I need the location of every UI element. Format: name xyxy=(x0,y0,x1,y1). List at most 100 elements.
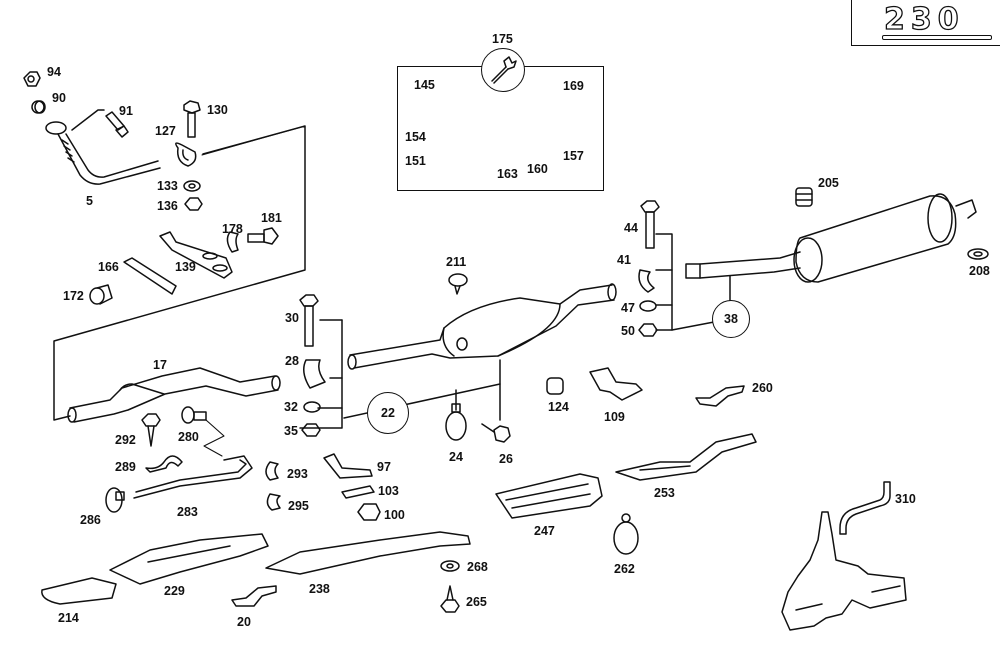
part-label-172[interactable]: 172 xyxy=(63,289,84,303)
part-133-washer xyxy=(183,180,201,192)
part-38-rear-muffler xyxy=(685,193,977,283)
group-callout-38[interactable]: 38 xyxy=(712,300,750,338)
part-label-5[interactable]: 5 xyxy=(86,194,93,208)
part-label-310[interactable]: 310 xyxy=(895,492,916,506)
part-label-124[interactable]: 124 xyxy=(548,400,569,414)
part-label-292[interactable]: 292 xyxy=(115,433,136,447)
part-label-91[interactable]: 91 xyxy=(119,104,133,118)
rear-muffler-group-frame xyxy=(655,233,731,331)
part-238-heat-shield xyxy=(265,531,471,575)
part-label-28[interactable]: 28 xyxy=(285,354,299,368)
part-label-103[interactable]: 103 xyxy=(378,484,399,498)
part-20-bracket xyxy=(231,585,277,607)
part-label-90[interactable]: 90 xyxy=(52,91,66,105)
part-label-169[interactable]: 169 xyxy=(563,79,584,93)
part-label-229[interactable]: 229 xyxy=(164,584,185,598)
part-label-160[interactable]: 160 xyxy=(527,162,548,176)
part-label-109[interactable]: 109 xyxy=(604,410,625,424)
part-289-clip xyxy=(145,455,183,473)
part-label-20[interactable]: 20 xyxy=(237,615,251,629)
part-label-100[interactable]: 100 xyxy=(384,508,405,522)
part-label-145[interactable]: 145 xyxy=(414,78,435,92)
part-label-17[interactable]: 17 xyxy=(153,358,167,372)
part-label-178[interactable]: 178 xyxy=(222,222,243,236)
part-label-24[interactable]: 24 xyxy=(449,450,463,464)
part-90-ring xyxy=(31,100,46,114)
part-286-clamp xyxy=(105,487,125,513)
part-label-30[interactable]: 30 xyxy=(285,311,299,325)
part-label-175[interactable]: 175 xyxy=(492,32,513,46)
part-label-133[interactable]: 133 xyxy=(157,179,178,193)
part-label-26[interactable]: 26 xyxy=(499,452,513,466)
part-label-280[interactable]: 280 xyxy=(178,430,199,444)
part-136-nut xyxy=(184,197,203,211)
model-badge: 230 xyxy=(883,1,965,37)
part-label-214[interactable]: 214 xyxy=(58,611,79,625)
model-badge-frame: 230 xyxy=(851,0,1000,46)
part-214-heat-shield xyxy=(41,577,117,605)
part-label-41[interactable]: 41 xyxy=(617,253,631,267)
part-label-136[interactable]: 136 xyxy=(157,199,178,213)
part-label-157[interactable]: 157 xyxy=(563,149,584,163)
part-label-154[interactable]: 154 xyxy=(405,130,426,144)
part-41-clamp xyxy=(638,269,655,293)
part-181-bolt xyxy=(247,227,279,245)
part-label-47[interactable]: 47 xyxy=(621,301,635,315)
part-label-130[interactable]: 130 xyxy=(207,103,228,117)
part-100-nut xyxy=(357,503,381,521)
part-label-94[interactable]: 94 xyxy=(47,65,61,79)
part-229-heat-shield xyxy=(109,533,269,585)
part-94-nut xyxy=(23,71,41,87)
part-label-181[interactable]: 181 xyxy=(261,211,282,225)
part-label-262[interactable]: 262 xyxy=(614,562,635,576)
part-35-nut xyxy=(301,423,321,437)
part-label-127[interactable]: 127 xyxy=(155,124,176,138)
part-268-washer xyxy=(440,560,460,572)
part-292-screw xyxy=(141,413,161,447)
part-label-268[interactable]: 268 xyxy=(467,560,488,574)
wrench-icon xyxy=(481,48,525,92)
part-label-293[interactable]: 293 xyxy=(287,467,308,481)
part-label-44[interactable]: 44 xyxy=(624,221,638,235)
part-139-bracket xyxy=(159,231,233,279)
part-label-208[interactable]: 208 xyxy=(969,264,990,278)
part-26-screw xyxy=(481,423,511,443)
part-208-ring xyxy=(967,248,989,260)
part-label-163[interactable]: 163 xyxy=(497,167,518,181)
part-label-283[interactable]: 283 xyxy=(177,505,198,519)
part-label-211[interactable]: 211 xyxy=(446,255,467,269)
part-label-260[interactable]: 260 xyxy=(752,381,773,395)
part-283-hose xyxy=(133,455,253,499)
part-28-clamp xyxy=(303,359,326,389)
part-label-139[interactable]: 139 xyxy=(175,260,196,274)
part-24-clamp xyxy=(445,403,467,441)
model-badge-underline xyxy=(882,35,992,40)
part-178-washer xyxy=(226,231,239,253)
group-callout-22[interactable]: 22 xyxy=(367,392,409,434)
part-32-washer xyxy=(303,401,321,413)
part-44-bolt xyxy=(640,200,660,249)
part-label-286[interactable]: 286 xyxy=(80,513,101,527)
part-22-center-muffler xyxy=(347,283,617,370)
part-label-265[interactable]: 265 xyxy=(466,595,487,609)
part-211-grommet xyxy=(448,273,468,295)
part-label-205[interactable]: 205 xyxy=(818,176,839,190)
part-label-238[interactable]: 238 xyxy=(309,582,330,596)
part-label-50[interactable]: 50 xyxy=(621,324,635,338)
part-205-grommet xyxy=(795,187,813,207)
part-label-35[interactable]: 35 xyxy=(284,424,298,438)
part-label-253[interactable]: 253 xyxy=(654,486,675,500)
part-label-295[interactable]: 295 xyxy=(288,499,309,513)
part-label-151[interactable]: 151 xyxy=(405,154,426,168)
part-label-166[interactable]: 166 xyxy=(98,260,119,274)
part-label-97[interactable]: 97 xyxy=(377,460,391,474)
part-91-stud xyxy=(105,111,129,138)
part-293-clip xyxy=(265,461,279,481)
part-130-bolt xyxy=(183,100,201,138)
part-label-247[interactable]: 247 xyxy=(534,524,555,538)
part-label-289[interactable]: 289 xyxy=(115,460,136,474)
part-label-32[interactable]: 32 xyxy=(284,400,298,414)
part-295-clip xyxy=(266,493,281,511)
